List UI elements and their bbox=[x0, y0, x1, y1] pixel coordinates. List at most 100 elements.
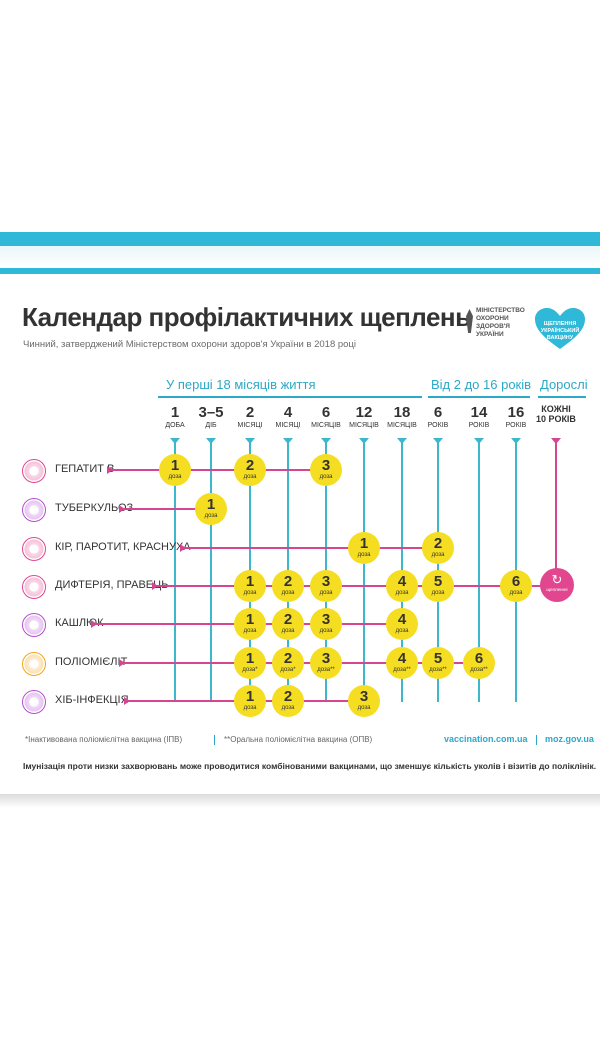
dose-label: доза bbox=[431, 590, 445, 596]
dose-number: 2 bbox=[283, 611, 293, 628]
group-adults: Дорослі bbox=[540, 377, 588, 392]
dose-number: 1 bbox=[245, 688, 255, 705]
dose-label: доза** bbox=[470, 667, 488, 673]
page-title: Календар профілактичних щеплень bbox=[22, 302, 471, 332]
age-marker bbox=[474, 438, 484, 444]
ministry-logo: МІНІСТЕРСТВО ОХОРОНИ ЗДОРОВ'Я УКРАЇНИ bbox=[466, 307, 536, 339]
dose-number: 2 bbox=[245, 457, 255, 474]
age-marker bbox=[551, 438, 561, 444]
dose-number: 3 bbox=[359, 688, 369, 705]
disease-name: ГЕПАТИТ В bbox=[55, 463, 115, 475]
age-value: 6 bbox=[321, 404, 331, 421]
age-value: КОЖНІ bbox=[541, 404, 571, 414]
age-unit: ДОБА bbox=[165, 422, 185, 429]
heart-logo-text: ЩЕПЛЕННЯ УКРАЇНСЬКИЙ ВАКЦИНУ bbox=[540, 321, 580, 341]
age-timeline bbox=[174, 442, 176, 702]
site-link-vaccination[interactable]: vaccination.com.ua bbox=[444, 734, 528, 744]
age-unit: МІСЯЦІВ bbox=[387, 422, 417, 429]
trident-icon bbox=[466, 309, 473, 333]
top-band-line bbox=[0, 268, 600, 274]
dose-label: доза bbox=[319, 628, 333, 634]
age-timeline bbox=[555, 442, 557, 585]
age-timeline bbox=[210, 442, 212, 702]
group-infant: У перші 18 місяців життя bbox=[166, 377, 316, 392]
age-unit: РОКІВ bbox=[505, 422, 527, 429]
dose-number: 3 bbox=[321, 611, 331, 628]
dose-number: 3 bbox=[321, 573, 331, 590]
top-band-shade bbox=[0, 246, 600, 268]
dose-number: 1 bbox=[359, 535, 369, 552]
age-unit: МІСЯЦІ bbox=[275, 422, 301, 429]
age-marker bbox=[511, 438, 521, 444]
disease-timeline bbox=[120, 508, 215, 510]
disease-timeline bbox=[154, 585, 545, 587]
dose-number: 4 bbox=[397, 573, 407, 590]
dose-label: доза** bbox=[317, 667, 335, 673]
timeline-arrow bbox=[118, 659, 125, 667]
dose-label: доза bbox=[281, 628, 295, 634]
dose-number: 6 bbox=[474, 650, 484, 667]
age-marker bbox=[321, 438, 331, 444]
disease-name: ХІБ-ІНФЕКЦІЯ bbox=[55, 694, 129, 706]
dose-label: доза bbox=[431, 552, 445, 558]
ministry-name: МІНІСТЕРСТВО ОХОРОНИ ЗДОРОВ'Я УКРАЇНИ bbox=[476, 307, 525, 338]
disease-name: КІР, ПАРОТИТ, КРАСНУХА bbox=[55, 541, 191, 553]
age-marker bbox=[170, 438, 180, 444]
dose-label: доза bbox=[281, 705, 295, 711]
timeline-arrow bbox=[118, 505, 125, 513]
dose-number: 5 bbox=[433, 650, 443, 667]
timeline-arrow bbox=[124, 697, 131, 705]
dose-number: 4 bbox=[397, 650, 407, 667]
age-value: 3–5 bbox=[198, 404, 224, 421]
dose-label: доза bbox=[319, 590, 333, 596]
age-value: 1 bbox=[170, 404, 180, 421]
site-link-moz[interactable]: moz.gov.ua bbox=[545, 734, 594, 744]
disease-timeline bbox=[182, 547, 450, 549]
footnote-ipv: *Інактивована поліомієлітна вакцина (ІПВ… bbox=[25, 735, 183, 744]
dose-number: 1 bbox=[245, 611, 255, 628]
age-unit: ДІБ bbox=[205, 422, 217, 429]
age-marker bbox=[397, 438, 407, 444]
footnote-opv: **Оральна поліомієлітна вакцина (ОПВ) bbox=[224, 735, 373, 744]
age-unit: МІСЯЦІ bbox=[237, 422, 263, 429]
heart-icon bbox=[535, 308, 585, 349]
age-marker bbox=[283, 438, 293, 444]
dose-label: доза bbox=[243, 474, 257, 480]
dose-label: доза* bbox=[242, 667, 258, 673]
timeline-arrow bbox=[152, 582, 159, 590]
timeline-arrow bbox=[90, 620, 97, 628]
age-timeline bbox=[478, 442, 480, 702]
timeline-arrow bbox=[180, 544, 187, 552]
disease-name: ДИФТЕРІЯ, ПРАВЕЦЬ bbox=[55, 579, 169, 591]
disease-icon bbox=[22, 652, 46, 676]
age-value: 2 bbox=[245, 404, 255, 421]
group-children: Від 2 до 16 років bbox=[431, 377, 532, 392]
dose-number: 2 bbox=[283, 688, 293, 705]
dose-number: 1 bbox=[206, 496, 216, 513]
dose-label: доза bbox=[243, 628, 257, 634]
dose-label: доза bbox=[395, 628, 409, 634]
combined-vaccines-note: Імунізація проти низки захворювань може … bbox=[23, 761, 597, 771]
dose-number: 6 bbox=[511, 573, 521, 590]
age-marker bbox=[206, 438, 216, 444]
disease-icon bbox=[22, 537, 46, 561]
dose-label: доза bbox=[281, 590, 295, 596]
disease-name: ПОЛІОМІЄЛІТ bbox=[55, 656, 128, 668]
